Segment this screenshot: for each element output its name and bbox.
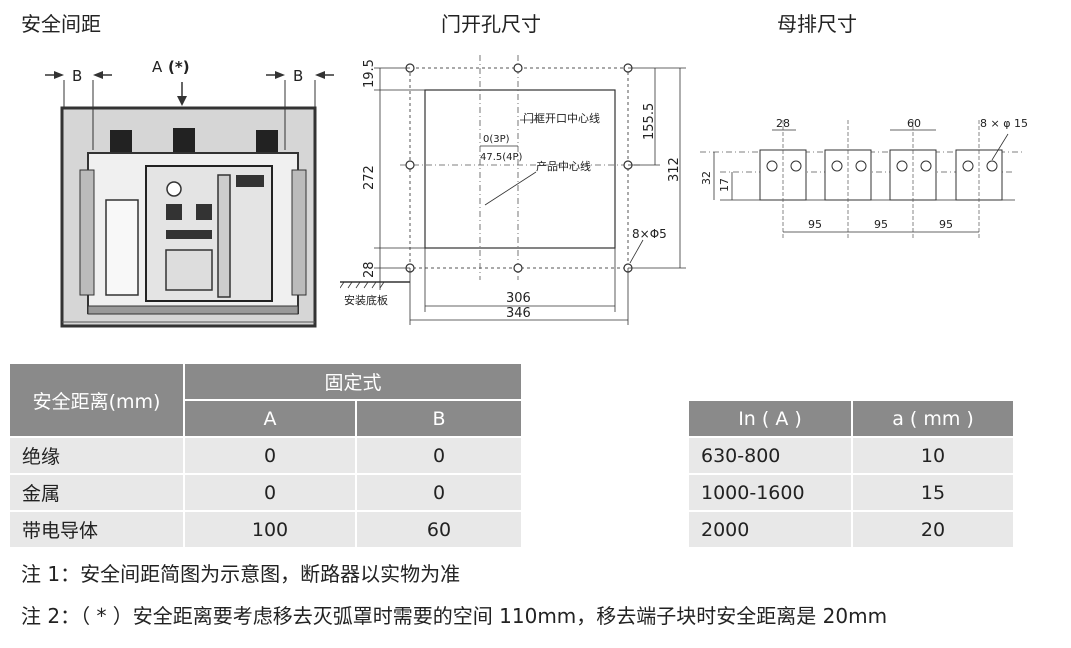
table-row: 带电导体 100 60 [8, 510, 523, 549]
table-row: 1000-1600 15 [687, 473, 1015, 512]
dim-28: 28 [362, 261, 377, 278]
open-button-icon [196, 204, 212, 220]
busbar-dim-32: 32 [700, 171, 713, 185]
busbar-diagram: 28 60 8 × φ 15 32 17 95 95 95 [700, 117, 1028, 240]
dim-306: 306 [506, 291, 531, 306]
mounting-base-label: 安装底板 [344, 293, 388, 307]
table-row: 2000 20 [687, 510, 1015, 549]
busbar-dim-95-2: 95 [874, 218, 888, 231]
dim-312: 312 [667, 157, 682, 182]
door-cutout-title: 门开孔尺寸 [441, 12, 541, 36]
busbar-hole-spec: 8 × φ 15 [980, 117, 1028, 130]
column-a-header: A [183, 399, 357, 438]
close-button-icon [166, 204, 182, 220]
fixed-type-header: 固定式 [183, 362, 523, 401]
current-spacing-table: In ( A ) a ( mm ) 630-800 10 1000-1600 1… [687, 399, 1015, 549]
dim-0-3p: 0(3P) [483, 134, 510, 145]
clearance-a-star: (*) [168, 58, 190, 76]
busbar-dim-95-1: 95 [808, 218, 822, 231]
current-header: In ( A ) [687, 399, 853, 438]
dim-47-5-4p: 47.5(4P) [480, 152, 523, 163]
dim-272: 272 [362, 165, 377, 190]
clearance-a-label: A [152, 58, 163, 76]
terminal-middle [173, 128, 195, 152]
busbar-dim-95-3: 95 [939, 218, 953, 231]
clearance-b-right-label: B [293, 67, 303, 85]
safety-distance-header: 安全距离(mm) [8, 362, 185, 438]
product-centerline-label: 产品中心线 [536, 159, 591, 173]
indicator-icon [166, 181, 182, 197]
busbar-dim-28: 28 [776, 117, 790, 130]
door-centerline-label: 门框开口中心线 [523, 111, 600, 125]
busbar-dim-17: 17 [718, 178, 731, 192]
busbar-dim-60: 60 [907, 117, 921, 130]
mounting-holes-label: 8×Φ5 [632, 227, 667, 241]
clearance-b-left-label: B [72, 67, 82, 85]
terminal-left [110, 130, 132, 152]
column-b-header: B [355, 399, 523, 438]
terminal-right [256, 130, 278, 152]
door-cutout-rect [424, 89, 616, 249]
table-row: 金属 0 0 [8, 473, 523, 512]
dim-19-5: 19.5 [362, 59, 377, 88]
busbar-title: 母排尺寸 [777, 12, 857, 36]
table-row: 630-800 10 [687, 436, 1015, 475]
note-1: 注 1：安全间距简图为示意图，断路器以实物为准 [21, 562, 461, 586]
dim-346: 346 [506, 306, 531, 321]
spacing-header: a ( mm ) [851, 399, 1015, 438]
door-cutout-diagram: 19.5 272 28 155.5 312 306 346 0(3P) 47.5… [340, 55, 686, 325]
note-2: 注 2：（ * ）安全距离要考虑移去灭弧罩时需要的空间 110mm，移去端子块时… [21, 604, 888, 628]
breaker-clearance-diagram: A (*) B B [45, 58, 334, 328]
safety-clearance-title: 安全间距 [21, 12, 101, 36]
safety-distance-table: 安全距离(mm) 固定式 A B 绝缘 0 0 金属 0 0 带电导体 100 … [8, 362, 523, 549]
table-row: 绝缘 0 0 [8, 436, 523, 475]
dim-155-5: 155.5 [642, 103, 657, 140]
